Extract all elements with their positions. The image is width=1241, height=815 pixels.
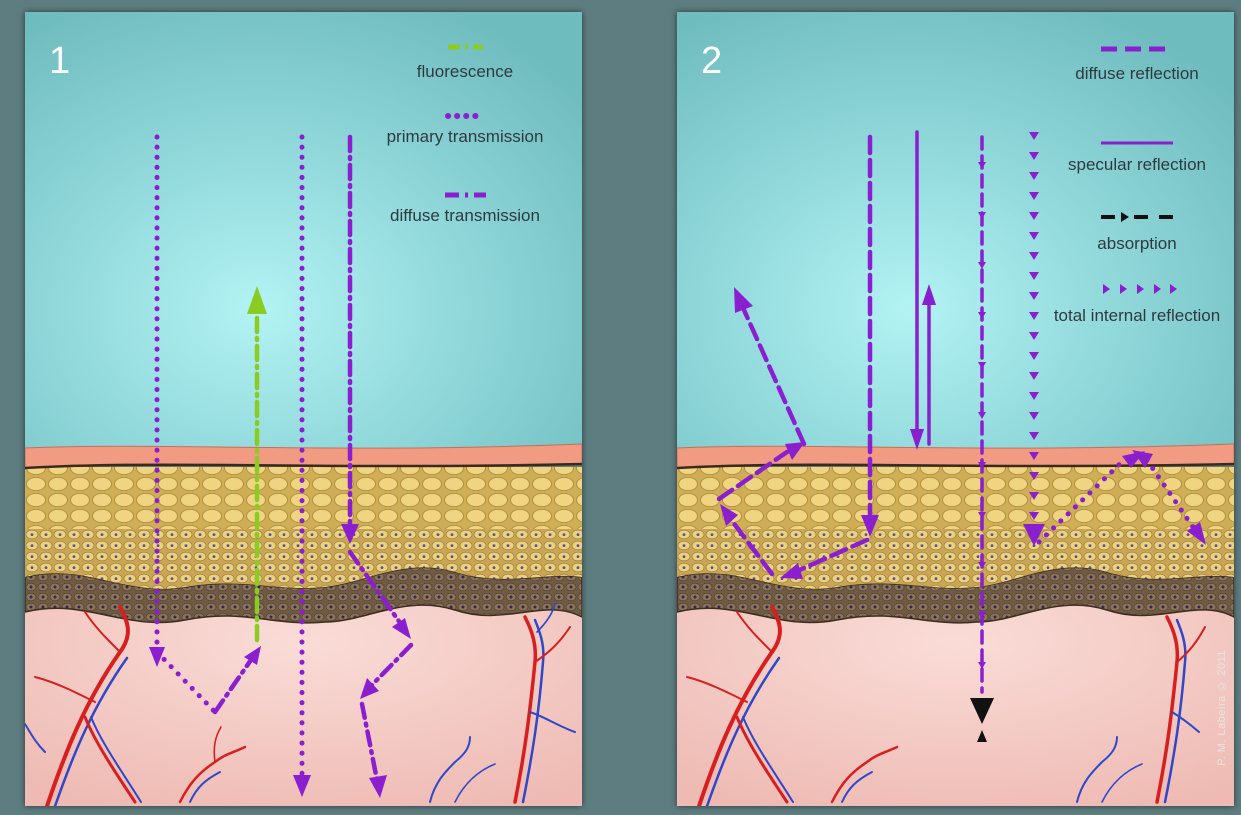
legend-label-diffuse-transmission: diffuse transmission xyxy=(380,206,550,226)
panel-number: 1 xyxy=(49,42,70,80)
legend-label-fluorescence: fluorescence xyxy=(380,62,550,82)
legend-label-specular-reflection: specular reflection xyxy=(1052,155,1222,175)
panel-number: 2 xyxy=(701,42,722,80)
copyright-credit: P. M. Labeira © 2011 xyxy=(1216,650,1228,766)
legend-label-diffuse-reflection: diffuse reflection xyxy=(1052,64,1222,84)
legend-label-absorption: absorption xyxy=(1052,234,1222,254)
epidermis-granular-layer xyxy=(677,467,1234,529)
legend-label-total-internal-reflection: total internal reflection xyxy=(1052,306,1222,326)
panel-reflection: 2 diffuse reflection specular reflection… xyxy=(677,12,1234,806)
legend-label-primary-transmission: primary transmission xyxy=(380,127,550,147)
panel2-illustration xyxy=(677,12,1234,806)
panel-transmission: 1 fluorescence primary transmission diff… xyxy=(25,12,582,806)
